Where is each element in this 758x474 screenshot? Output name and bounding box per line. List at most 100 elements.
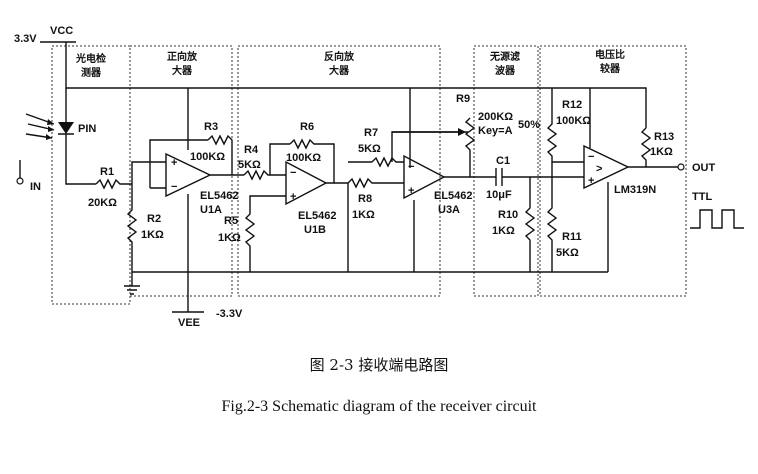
lm319n-comparator: [583, 144, 630, 190]
supply-voltage-label: 3.3V: [14, 33, 37, 45]
caption-chinese: 图 2-3 接收端电路图: [309, 356, 449, 374]
r12-value: 100KΩ: [556, 115, 591, 127]
r8-value: 1KΩ: [352, 209, 375, 221]
inverting-amp-section-box: [237, 45, 441, 297]
u1a-opamp: [165, 152, 212, 198]
noninverting-amp-title-2: 大器: [172, 64, 193, 77]
r3-resistor: [207, 134, 233, 175]
r11-resistor: [546, 162, 558, 272]
ttl-label: TTL: [692, 191, 712, 203]
r2-name: R2: [147, 213, 161, 225]
u1b-feedback-wire: [269, 143, 290, 175]
r9-percent: 50%: [518, 119, 540, 131]
r12-resistor: [546, 88, 584, 163]
u1a-name: U1A: [200, 204, 222, 216]
comparator-title-1: 电压比: [595, 48, 625, 61]
r9-value: 200KΩ: [478, 111, 513, 123]
vcc-rail: [40, 41, 647, 128]
r1-value: 20KΩ: [88, 197, 117, 209]
ttl-waveform-icon: [690, 209, 744, 229]
pin-cathode-wire: [58, 133, 96, 185]
r8-name: R8: [358, 193, 372, 205]
passive-filter-title-2: 波器: [495, 64, 516, 77]
vee-voltage-label: -3.3V: [216, 308, 243, 320]
r13-value: 1KΩ: [650, 146, 673, 158]
r10-value: 1KΩ: [492, 225, 515, 237]
passive-filter-title-1: 无源滤: [489, 50, 520, 63]
photodetector-title-2: 测器: [81, 66, 102, 79]
lm319n-gt: >: [596, 163, 602, 175]
u1a-plus: +: [171, 157, 177, 169]
vcc-label: VCC: [50, 25, 73, 37]
out-terminal-node: [677, 163, 685, 171]
vee-label: VEE: [178, 317, 200, 329]
r5-name: R5: [224, 215, 238, 227]
pin-label: PIN: [78, 123, 96, 135]
r7-name: R7: [364, 127, 378, 139]
r10-resistor: [524, 177, 536, 272]
u1b-name: U1B: [304, 224, 326, 236]
comparator-title-2: 较器: [600, 62, 621, 75]
r6-value: 100KΩ: [286, 152, 321, 164]
inverting-amp-title-2: 大器: [329, 64, 350, 77]
c1-value: 10μF: [486, 189, 512, 201]
r7-resistor: [371, 156, 404, 168]
passive-filter-section-box: [473, 45, 539, 297]
receiver-schematic: 光电检 测器 正向放 大器 反向放 大器 无源滤 波器 电压比 较器 3.3V …: [14, 25, 744, 329]
noninverting-amp-title-1: 正向放: [167, 50, 198, 63]
c1-capacitor: [470, 168, 530, 186]
r11-value: 5KΩ: [556, 247, 579, 259]
r12-name: R12: [562, 99, 582, 111]
u3a-part: EL5462: [434, 190, 473, 202]
u1b-plus: +: [290, 191, 296, 203]
u1b-part: EL5462: [298, 210, 337, 222]
lm319n-plus: +: [588, 175, 594, 187]
r10-name: R10: [498, 209, 518, 221]
r9-name: R9: [456, 93, 470, 105]
u1b-minus: −: [290, 167, 296, 179]
lm319n-label: LM319N: [614, 184, 656, 196]
r9-key: Key=A: [478, 125, 513, 137]
r4-name: R4: [244, 144, 259, 156]
u1a-input-wires: [131, 139, 208, 189]
u3a-minus: −: [408, 161, 414, 173]
in-label: IN: [30, 181, 41, 193]
light-arrowheads-icon: [46, 119, 54, 140]
c1-name: C1: [496, 155, 510, 167]
lm319n-minus: −: [588, 151, 594, 163]
noninverting-amp-section-box: [129, 45, 233, 297]
u1a-part: EL5462: [200, 190, 239, 202]
r1-name: R1: [100, 166, 114, 178]
r8-resistor: [334, 177, 392, 189]
r6-name: R6: [300, 121, 314, 133]
r1-resistor: [95, 178, 132, 190]
r2-resistor: [126, 184, 138, 272]
r9-potentiometer: [464, 117, 476, 177]
r5-resistor: [244, 195, 286, 272]
r2-value: 1KΩ: [141, 229, 164, 241]
photodiode-icon: [58, 122, 74, 134]
inverting-amp-title-1: 反向放: [324, 50, 355, 63]
in-terminal-node: [16, 177, 24, 185]
r7-value: 5KΩ: [358, 143, 381, 155]
photodetector-title-1: 光电检: [75, 52, 106, 65]
r3-name: R3: [204, 121, 218, 133]
r13-resistor: [640, 127, 652, 167]
u3a-plus: +: [408, 185, 414, 197]
r9-wiper-arrow-icon: [458, 128, 466, 136]
u3a-name: U3A: [438, 204, 460, 216]
r11-name: R11: [562, 231, 582, 243]
ground-symbol: [124, 285, 140, 295]
r4-resistor: [243, 169, 286, 181]
caption-english: Fig.2-3 Schematic diagram of the receive…: [221, 398, 537, 415]
photodetector-section-box: [51, 45, 131, 305]
u3a-opamp: [403, 154, 446, 200]
u1b-opamp: [285, 160, 328, 206]
comparator-section-box: [539, 45, 687, 297]
out-label: OUT: [692, 162, 716, 174]
r5-value: 1KΩ: [218, 232, 241, 244]
ground-rail: [131, 271, 608, 286]
u1a-minus: −: [171, 181, 177, 193]
r6-resistor: [289, 138, 335, 184]
light-rays-icon: [25, 113, 55, 139]
